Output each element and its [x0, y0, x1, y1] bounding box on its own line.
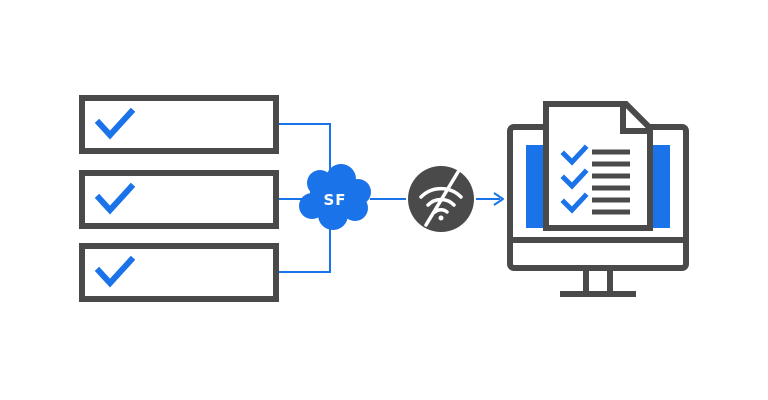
checkmark-icon: [94, 107, 136, 140]
connector-record-3: [277, 220, 331, 273]
checkmark-icon: [560, 192, 589, 214]
monitor-stand: [583, 271, 613, 291]
checkmark-icon: [94, 182, 136, 215]
record-box: [79, 170, 279, 229]
screen-accent-right: [651, 145, 670, 228]
record-item: [79, 243, 279, 302]
document-fold: [620, 104, 650, 134]
checkmark-icon: [94, 255, 136, 288]
document-icon: [543, 101, 653, 231]
checkmark-icon: [560, 168, 589, 190]
connector-lines: [277, 123, 500, 273]
record-box: [79, 243, 279, 302]
record-list: [79, 95, 279, 302]
screen-accent-left: [526, 145, 545, 228]
record-box: [79, 95, 279, 154]
checkmark-icon: [560, 144, 589, 166]
wifi-off-icon: [419, 170, 463, 227]
connector-record-1: [277, 123, 331, 182]
arrow-head-icon: [493, 192, 504, 206]
offline-node: [408, 166, 474, 232]
cloud-node: SF: [299, 164, 371, 230]
record-item: [79, 95, 279, 154]
monitor-node: [507, 101, 689, 297]
record-item: [79, 170, 279, 229]
cloud-icon: [299, 164, 371, 230]
document-text-lines: [592, 149, 630, 215]
document-checklist: [560, 144, 630, 215]
cloud-label: SF: [323, 191, 346, 209]
